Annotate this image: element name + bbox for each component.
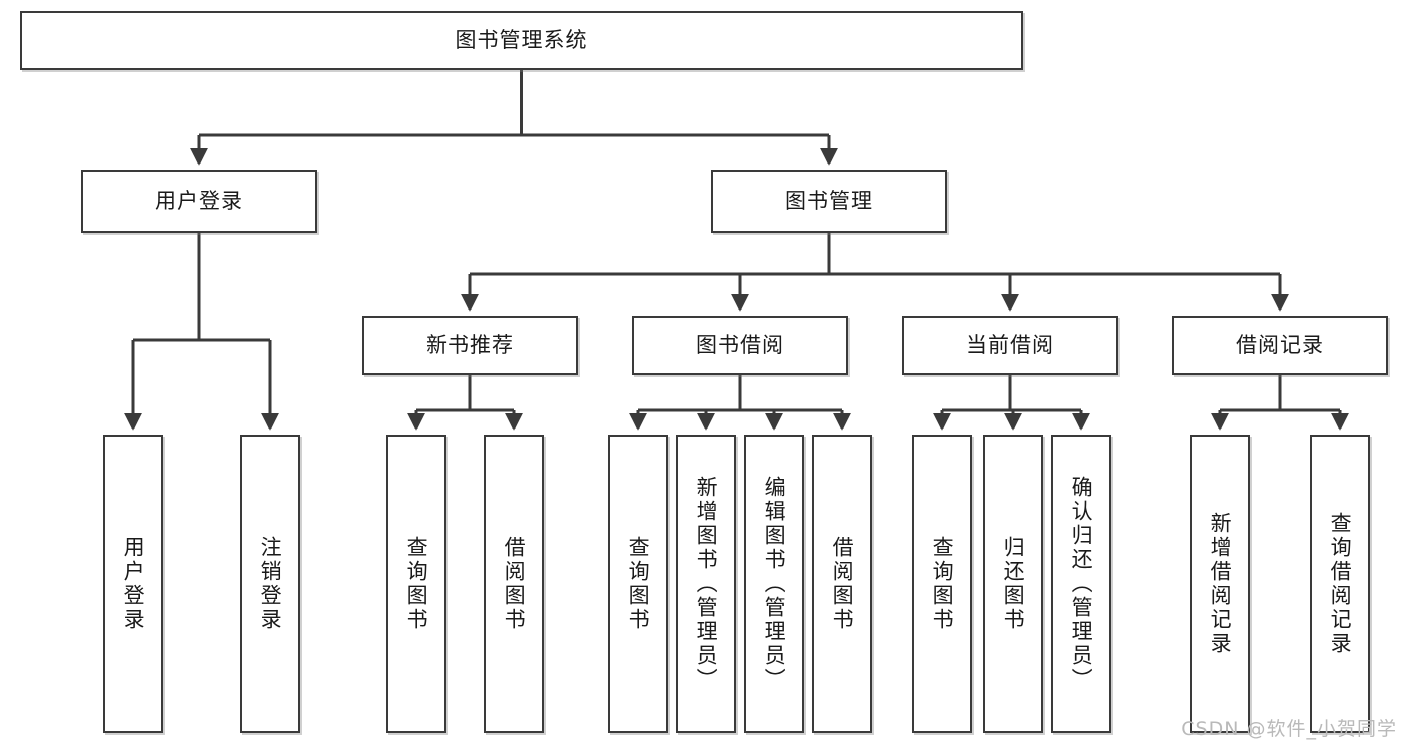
- node-current-borrow[interactable]: 当前借阅: [902, 316, 1118, 375]
- leaf-borrow-book[interactable]: 借阅图书: [812, 435, 872, 733]
- leaf-logout[interactable]: 注销登录: [240, 435, 300, 733]
- leaf-add-book-admin[interactable]: 新增图书（管理员）: [676, 435, 736, 733]
- node-borrow-record[interactable]: 借阅记录: [1172, 316, 1388, 375]
- node-user-login-label: 用户登录: [155, 188, 243, 213]
- node-root[interactable]: 图书管理系统: [20, 11, 1023, 70]
- leaf-return-book[interactable]: 归还图书: [983, 435, 1043, 733]
- leaf-logout-label: 注销登录: [258, 536, 283, 632]
- node-user-login[interactable]: 用户登录: [81, 170, 317, 233]
- node-book-management-label: 图书管理: [785, 188, 873, 213]
- node-new-book-recommend-label: 新书推荐: [426, 332, 514, 357]
- leaf-query-book-recommend[interactable]: 查询图书: [386, 435, 446, 733]
- leaf-query-book-borrow-label: 查询图书: [626, 536, 651, 632]
- node-book-borrow[interactable]: 图书借阅: [632, 316, 848, 375]
- leaf-add-borrow-record[interactable]: 新增借阅记录: [1190, 435, 1250, 733]
- leaf-add-borrow-record-label: 新增借阅记录: [1208, 512, 1233, 656]
- leaf-borrow-book-recommend[interactable]: 借阅图书: [484, 435, 544, 733]
- leaf-query-book-borrow[interactable]: 查询图书: [608, 435, 668, 733]
- leaf-query-book-recommend-label: 查询图书: [404, 536, 429, 632]
- leaf-confirm-return-admin[interactable]: 确认归还（管理员）: [1051, 435, 1111, 733]
- leaf-query-book-current[interactable]: 查询图书: [912, 435, 972, 733]
- leaf-confirm-return-admin-label: 确认归还（管理员）: [1069, 476, 1094, 692]
- leaf-borrow-book-label: 借阅图书: [830, 536, 855, 632]
- watermark: CSDN @软件_小贺同学: [1181, 718, 1397, 740]
- leaf-query-borrow-record-label: 查询借阅记录: [1328, 512, 1353, 656]
- leaf-return-book-label: 归还图书: [1001, 536, 1026, 632]
- node-book-borrow-label: 图书借阅: [696, 332, 784, 357]
- node-root-label: 图书管理系统: [455, 27, 588, 52]
- leaf-user-login[interactable]: 用户登录: [103, 435, 163, 733]
- leaf-edit-book-admin-label: 编辑图书（管理员）: [762, 476, 787, 692]
- leaf-query-borrow-record[interactable]: 查询借阅记录: [1310, 435, 1370, 733]
- leaf-add-book-admin-label: 新增图书（管理员）: [694, 476, 719, 692]
- leaf-user-login-label: 用户登录: [121, 536, 146, 632]
- node-borrow-record-label: 借阅记录: [1236, 332, 1324, 357]
- node-book-management[interactable]: 图书管理: [711, 170, 947, 233]
- leaf-edit-book-admin[interactable]: 编辑图书（管理员）: [744, 435, 804, 733]
- node-current-borrow-label: 当前借阅: [966, 332, 1054, 357]
- leaf-borrow-book-recommend-label: 借阅图书: [502, 536, 527, 632]
- node-new-book-recommend[interactable]: 新书推荐: [362, 316, 578, 375]
- leaf-query-book-current-label: 查询图书: [930, 536, 955, 632]
